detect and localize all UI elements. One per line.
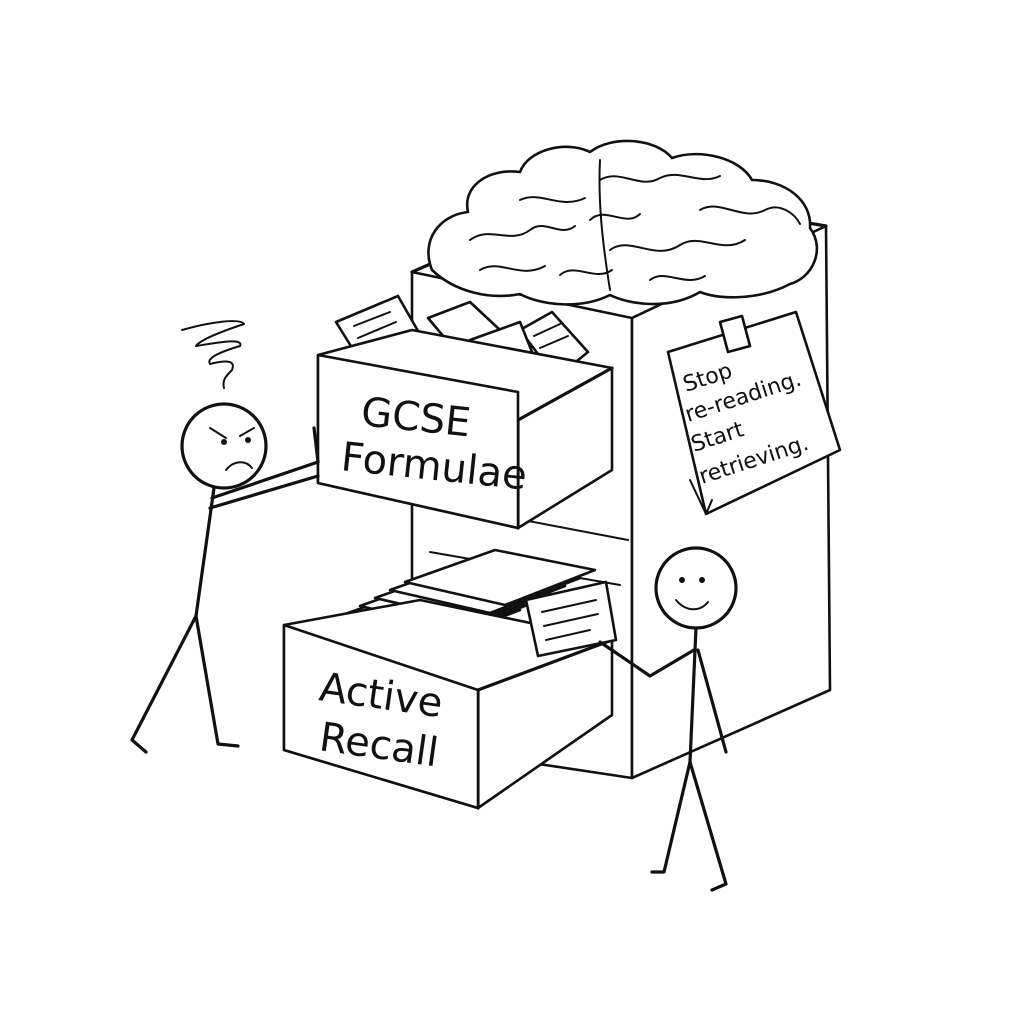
happy-stick-figure	[598, 546, 738, 892]
tape-icon	[718, 314, 752, 354]
index-card	[524, 580, 618, 658]
frustration-scribble-icon	[181, 320, 245, 389]
sticky-note: Stop re-reading. Start retrieving.	[666, 310, 842, 516]
top-drawer[interactable]: GCSE Formulae	[316, 294, 614, 530]
frustrated-head	[180, 402, 268, 490]
bottom-drawer-front	[282, 623, 480, 810]
brain-icon	[427, 139, 819, 306]
bottom-drawer[interactable]: Active Recall	[282, 548, 614, 810]
top-drawer-front	[316, 353, 520, 530]
top-drawer-label-line1: GCSE	[359, 389, 473, 446]
frustrated-stick-figure	[130, 320, 320, 754]
